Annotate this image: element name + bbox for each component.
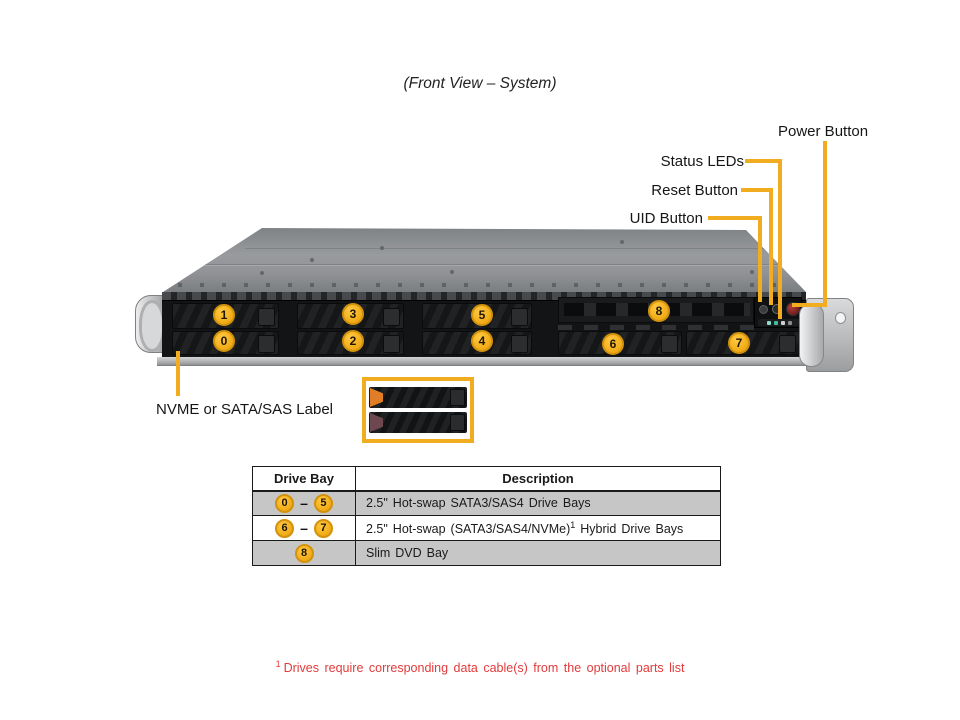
description-cell: 2.5" Hot-swap (SATA3/SAS4/NVMe)1 Hybrid … bbox=[355, 515, 721, 541]
bay-range-cell: 8 bbox=[252, 540, 356, 566]
callout-line-status-v bbox=[778, 159, 782, 319]
chassis-top-cover bbox=[163, 228, 806, 292]
table-row: 0 – 5 2.5" Hot-swap SATA3/SAS4 Drive Bay… bbox=[252, 490, 721, 516]
cover-seam bbox=[245, 248, 790, 249]
bay-range-cell: 0 – 5 bbox=[252, 490, 356, 516]
cover-seam-highlight bbox=[205, 265, 805, 266]
chassis-bottom-lip bbox=[157, 357, 809, 366]
bay-badge: 7 bbox=[313, 518, 333, 538]
cover-seam bbox=[205, 264, 805, 265]
right-ear-handle bbox=[799, 303, 824, 367]
description-cell: Slim DVD Bay bbox=[355, 540, 721, 566]
left-rack-ear bbox=[135, 295, 166, 353]
screw bbox=[450, 270, 454, 274]
label-drive-type: NVME or SATA/SAS Label bbox=[156, 401, 334, 418]
bay-badge-6: 6 bbox=[602, 333, 624, 355]
figure-title: (Front View – System) bbox=[403, 75, 557, 92]
bay-badge-5: 5 bbox=[471, 304, 493, 326]
header-drive-bay: Drive Bay bbox=[252, 466, 356, 492]
front-top-rail bbox=[162, 292, 806, 301]
bay-badge-7: 7 bbox=[728, 332, 750, 354]
footnote-marker: 1 bbox=[275, 659, 281, 669]
callout-line-reset-v bbox=[769, 188, 773, 305]
label-reset-button: Reset Button bbox=[651, 182, 738, 199]
header-description: Description bbox=[355, 466, 721, 492]
screw bbox=[750, 270, 754, 274]
nvme-tray-image bbox=[369, 387, 467, 408]
callout-line-status-h bbox=[745, 159, 782, 163]
callout-line-uid-h bbox=[708, 216, 762, 220]
table-row: 6 – 7 2.5" Hot-swap (SATA3/SAS4/NVMe)1 H… bbox=[252, 515, 721, 541]
bay-badge-2: 2 bbox=[342, 330, 364, 352]
tray-latch bbox=[450, 414, 465, 431]
callout-line-drive-label bbox=[176, 351, 180, 396]
bay-badge: 0 bbox=[275, 493, 295, 513]
footnote-marker: 1 bbox=[570, 519, 576, 530]
table-header-row: Drive Bay Description bbox=[252, 466, 721, 492]
screw bbox=[310, 258, 314, 262]
bay-badge-8: 8 bbox=[648, 300, 670, 322]
status-leds bbox=[758, 319, 800, 326]
bay-badge-4: 4 bbox=[471, 330, 493, 352]
label-status-leds: Status LEDs bbox=[660, 153, 744, 170]
callout-line-power-h bbox=[792, 303, 827, 307]
tray-latch bbox=[450, 389, 465, 406]
screw bbox=[260, 271, 264, 275]
status-led bbox=[780, 320, 785, 325]
callout-line-power-v bbox=[823, 141, 827, 307]
rack-ear-hole bbox=[835, 312, 846, 324]
bay-badge-0: 0 bbox=[213, 330, 235, 352]
bay-badge: 5 bbox=[313, 493, 333, 513]
status-led bbox=[773, 320, 778, 325]
bay-badge-1: 1 bbox=[213, 304, 235, 326]
callout-line-reset-h bbox=[741, 188, 773, 192]
uid-button bbox=[759, 305, 768, 314]
label-uid-button: UID Button bbox=[629, 210, 703, 227]
range-dash: – bbox=[300, 520, 308, 536]
bay-badge: 6 bbox=[275, 518, 295, 538]
bay-badge: 8 bbox=[294, 543, 314, 563]
sata-sas-label-sticker bbox=[370, 413, 383, 432]
table-row: 8 Slim DVD Bay bbox=[252, 540, 721, 566]
status-led bbox=[766, 320, 771, 325]
nvme-label-sticker bbox=[370, 388, 383, 407]
screw bbox=[620, 240, 624, 244]
drive-bay-table: Drive Bay Description 0 – 5 2.5" Hot-swa… bbox=[252, 466, 721, 566]
drive-label-inset bbox=[362, 377, 474, 443]
description-cell: 2.5" Hot-swap SATA3/SAS4 Drive Bays bbox=[355, 490, 721, 516]
screw bbox=[380, 246, 384, 250]
bay-range-cell: 6 – 7 bbox=[252, 515, 356, 541]
cover-vent-row bbox=[178, 283, 793, 287]
bay-badge-3: 3 bbox=[342, 303, 364, 325]
label-power-button: Power Button bbox=[778, 123, 869, 140]
callout-line-uid-v bbox=[758, 216, 762, 302]
sata-sas-tray-image bbox=[369, 412, 467, 433]
dvd-bay-trim bbox=[558, 325, 754, 330]
range-dash: – bbox=[300, 495, 308, 512]
status-led bbox=[787, 320, 792, 325]
